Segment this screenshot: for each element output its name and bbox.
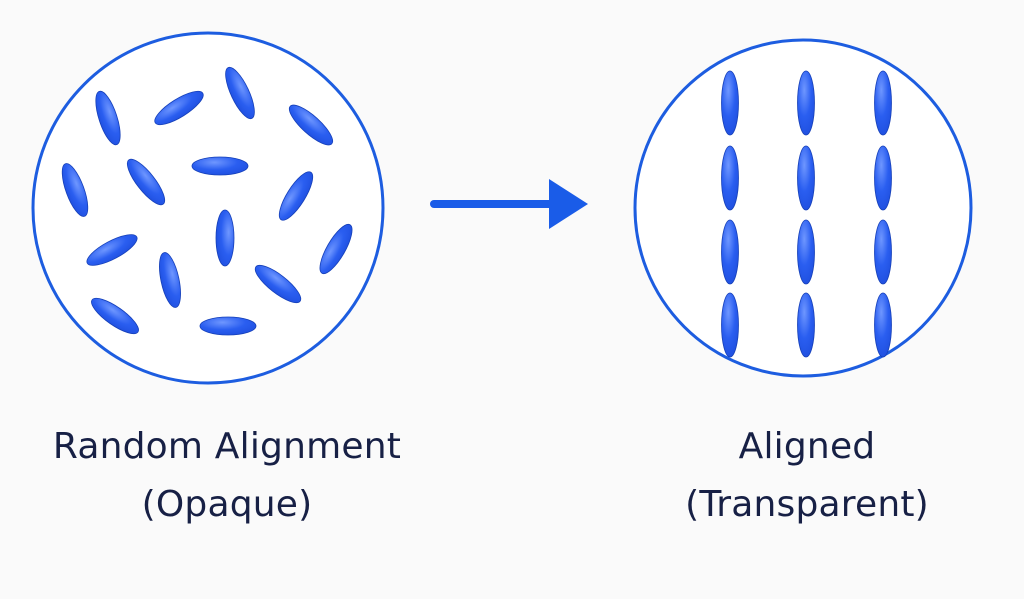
caption-title: Random Alignment <box>52 426 402 467</box>
particle <box>191 156 249 176</box>
particle <box>874 292 892 358</box>
particle <box>874 70 892 136</box>
caption-title: Aligned <box>738 426 876 467</box>
particle <box>288 104 334 146</box>
particle <box>874 219 892 285</box>
particle <box>86 234 138 266</box>
particle <box>874 145 892 211</box>
particle <box>126 158 166 206</box>
particle <box>797 145 815 211</box>
particle <box>721 219 739 285</box>
particle <box>254 264 302 304</box>
aligned-particles <box>721 70 892 358</box>
caption-subtitle: (Opaque) <box>141 484 313 525</box>
particle <box>154 90 204 126</box>
particle <box>721 70 739 136</box>
particle <box>95 90 121 146</box>
particle <box>278 171 314 221</box>
particle <box>91 297 139 335</box>
random-particles <box>61 66 353 336</box>
particle <box>797 219 815 285</box>
particle <box>797 70 815 136</box>
particle <box>721 292 739 358</box>
particle <box>721 145 739 211</box>
right-arrow-icon <box>430 179 588 229</box>
particle <box>319 223 353 275</box>
particle <box>225 66 255 120</box>
caption-subtitle: (Transparent) <box>685 484 929 525</box>
random-alignment-caption: Random Alignment (Opaque) <box>17 418 437 534</box>
particle <box>159 252 181 308</box>
aligned-caption: Aligned (Transparent) <box>597 418 1017 534</box>
particle <box>797 292 815 358</box>
particle <box>199 316 257 336</box>
particle <box>61 163 89 217</box>
particle <box>215 209 235 267</box>
